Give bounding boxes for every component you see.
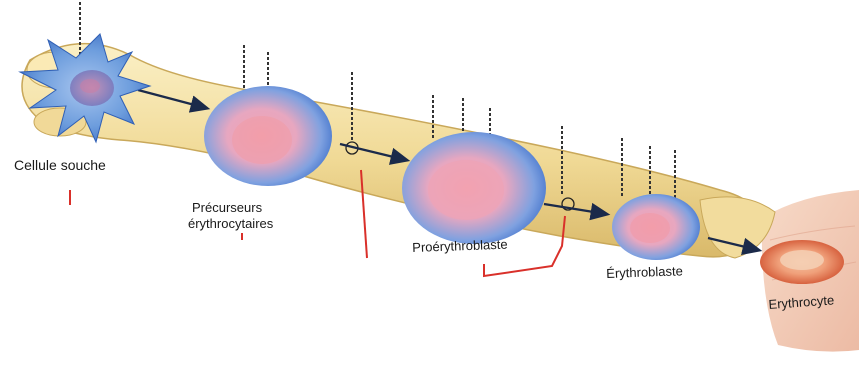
erythroblast-cell xyxy=(612,194,700,260)
label-precursors-line2: érythrocytaires xyxy=(188,216,273,232)
label-erythroblast: Érythroblaste xyxy=(606,263,683,282)
proerythroblast-cell xyxy=(402,132,546,244)
erythrocyte-cell xyxy=(760,240,844,284)
precursor-cell xyxy=(204,86,332,186)
label-stem-cell: Cellule souche xyxy=(14,157,106,173)
label-proerythroblast: Proérythroblaste xyxy=(412,237,508,256)
label-precursors-line1: Précurseurs xyxy=(192,200,262,216)
